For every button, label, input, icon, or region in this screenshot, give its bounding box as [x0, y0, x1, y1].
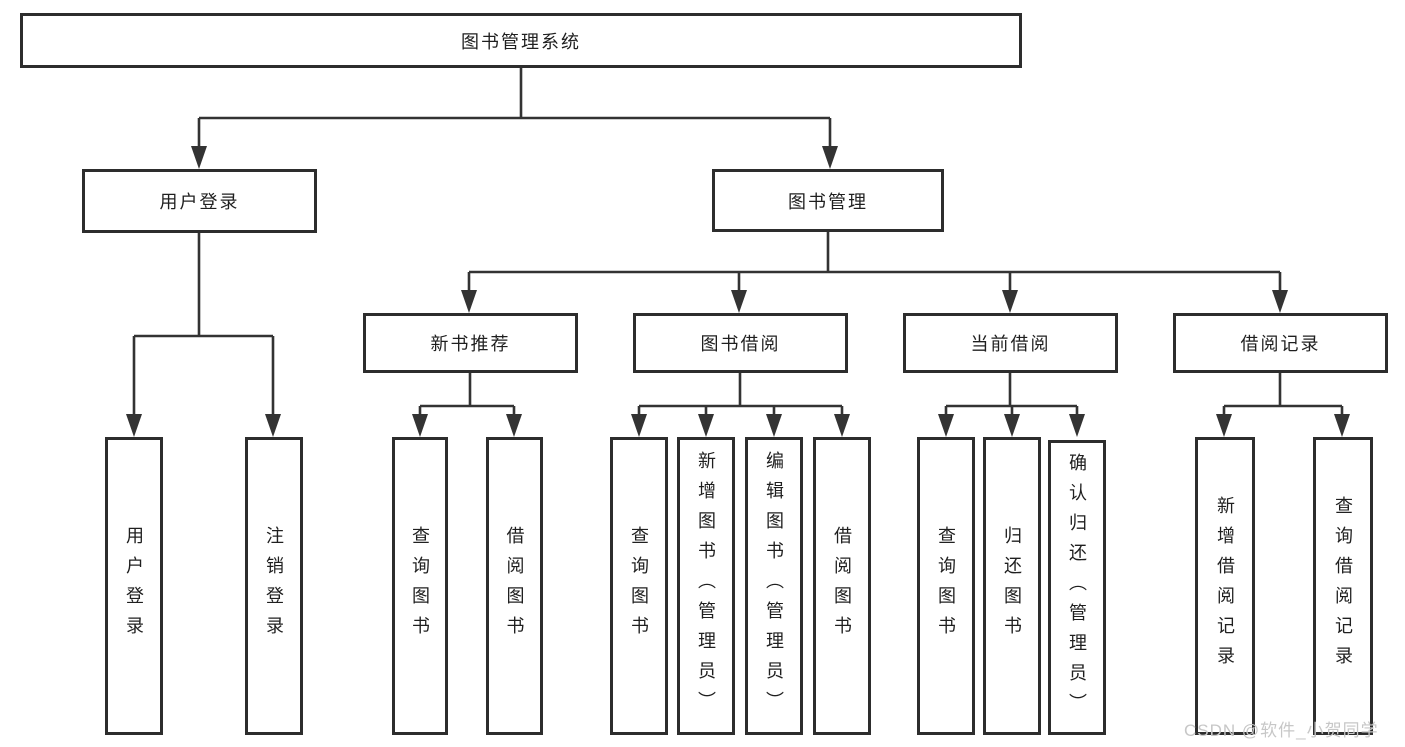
node-root-label: 图书管理系统 [461, 31, 581, 52]
leaf-logout: 注销登录 [245, 437, 303, 735]
leaf-records-add-label: 新增借阅记录 [1215, 496, 1235, 676]
leaf-current-query-label: 查询图书 [936, 526, 956, 646]
leaf-current-confirm: 确认归还（管理员） [1048, 440, 1106, 735]
node-book-mgmt: 图书管理 [712, 169, 944, 232]
leaf-current-return-label: 归还图书 [1002, 526, 1022, 646]
leaf-user-login-label: 用户登录 [124, 526, 144, 646]
node-borrowing: 图书借阅 [633, 313, 848, 373]
watermark: CSDN @软件_小贺同学 [1184, 721, 1379, 740]
node-current-loans: 当前借阅 [903, 313, 1118, 373]
node-new-books: 新书推荐 [363, 313, 578, 373]
node-root: 图书管理系统 [20, 13, 1022, 68]
leaf-borrowing-query-label: 查询图书 [629, 526, 649, 646]
node-new-books-label: 新书推荐 [430, 334, 511, 354]
node-loan-records-label: 借阅记录 [1240, 334, 1321, 354]
leaf-user-login: 用户登录 [105, 437, 163, 735]
leaf-newbooks-borrow: 借阅图书 [486, 437, 543, 735]
leaf-current-return: 归还图书 [983, 437, 1041, 735]
leaf-records-query-label: 查询借阅记录 [1333, 496, 1353, 676]
leaf-borrowing-add-label: 新增图书（管理员） [696, 451, 716, 721]
leaf-borrowing-edit-label: 编辑图书（管理员） [764, 451, 784, 721]
leaf-newbooks-query: 查询图书 [392, 437, 448, 735]
leaf-borrowing-borrow-label: 借阅图书 [832, 526, 852, 646]
leaf-records-add: 新增借阅记录 [1195, 437, 1255, 735]
leaf-logout-label: 注销登录 [264, 526, 284, 646]
node-book-mgmt-label: 图书管理 [788, 191, 868, 212]
leaf-borrowing-borrow: 借阅图书 [813, 437, 871, 735]
node-loan-records: 借阅记录 [1173, 313, 1388, 373]
leaf-newbooks-query-label: 查询图书 [410, 526, 430, 646]
node-user-login: 用户登录 [82, 169, 317, 233]
node-current-loans-label: 当前借阅 [970, 334, 1051, 354]
leaf-records-query: 查询借阅记录 [1313, 437, 1373, 735]
node-borrowing-label: 图书借阅 [700, 334, 781, 354]
leaf-borrowing-add: 新增图书（管理员） [677, 437, 735, 735]
leaf-borrowing-query: 查询图书 [610, 437, 668, 735]
node-user-login-label: 用户登录 [159, 192, 240, 212]
leaf-borrowing-edit: 编辑图书（管理员） [745, 437, 803, 735]
leaf-current-query: 查询图书 [917, 437, 975, 735]
leaf-newbooks-borrow-label: 借阅图书 [504, 526, 525, 646]
leaf-current-confirm-label: 确认归还（管理员） [1067, 452, 1087, 723]
